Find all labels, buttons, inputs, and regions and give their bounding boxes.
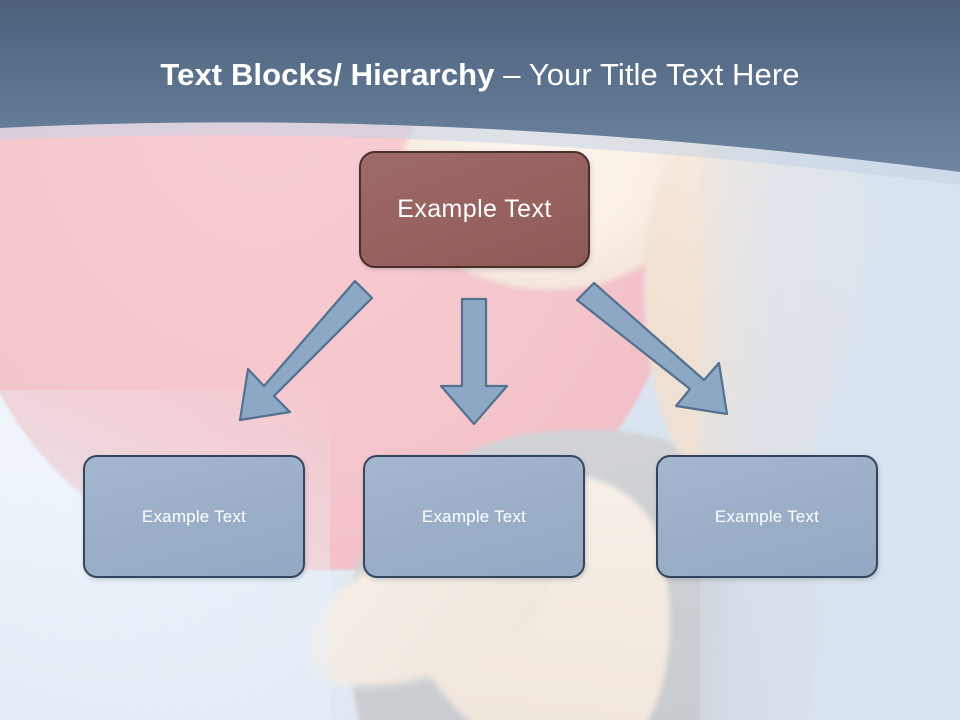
node-bottom-left-label: Example Text [141,506,247,526]
node-bottom-right[interactable]: Example Text [656,455,878,578]
header-curve-shape [0,0,960,172]
node-bottom-left[interactable]: Example Text [83,455,305,578]
page-title-light: Your Title Text Here [528,57,800,92]
node-bottom-right-label: Example Text [714,506,820,526]
node-top[interactable]: Example Text [359,151,590,268]
header-band [0,0,960,200]
page-title: Text Blocks/ Hierarchy – Your Title Text… [0,54,960,96]
node-bottom-center-label: Example Text [421,506,527,526]
page-title-bold: Text Blocks/ Hierarchy [160,57,495,92]
node-bottom-center[interactable]: Example Text [363,455,585,578]
node-top-label: Example Text [397,195,552,223]
page-title-separator: – [494,57,529,92]
